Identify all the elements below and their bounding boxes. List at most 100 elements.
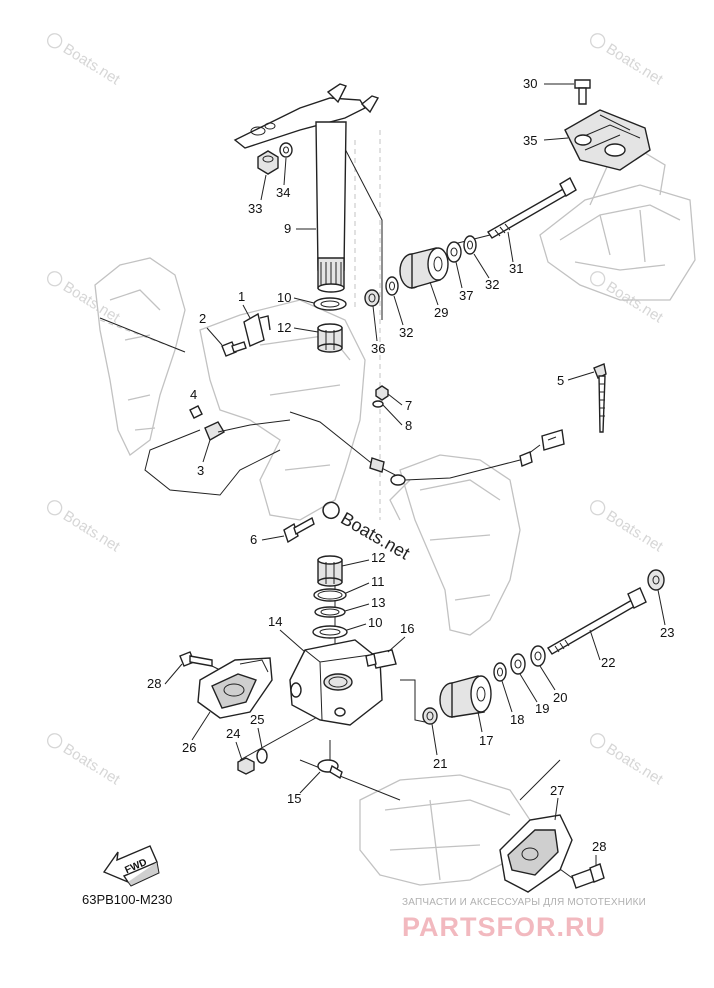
svg-text:Boats.net: Boats.net <box>603 740 666 788</box>
callout-36: 36 <box>371 305 385 356</box>
callout-8: 8 <box>382 404 412 433</box>
svg-text:33: 33 <box>248 201 262 216</box>
part-o-ring-11 <box>313 588 347 602</box>
callout-1: 1 <box>238 289 251 319</box>
svg-text:12: 12 <box>277 320 291 335</box>
callout-31: 31 <box>507 231 523 276</box>
callout-13: 13 <box>344 595 385 612</box>
part-bushing-12-lower <box>317 555 343 587</box>
part-harness-wire <box>289 411 565 486</box>
callout-14: 14 <box>268 614 306 653</box>
part-bushing-12-upper <box>317 323 343 353</box>
svg-text:35: 35 <box>523 133 537 148</box>
callouts: 1 2 3 4 5 6 7 8 9 10 10 11 12 12 13 14 1… <box>147 76 674 866</box>
callout-19: 19 <box>519 673 549 716</box>
watermark: Boats.net <box>46 500 124 556</box>
svg-text:Boats.net: Boats.net <box>603 507 666 555</box>
svg-text:18: 18 <box>510 712 524 727</box>
svg-text:30: 30 <box>523 76 537 91</box>
brand-subtitle: ЗАПЧАСТИ И АКСЕССУАРЫ ДЛЯ МОТОТЕХНИКИ <box>402 897 646 908</box>
callout-6: 6 <box>250 532 285 547</box>
callout-9: 9 <box>284 221 316 236</box>
svg-text:Boats.net: Boats.net <box>60 278 123 326</box>
svg-text:Boats.net: Boats.net <box>603 40 666 88</box>
svg-text:31: 31 <box>509 261 523 276</box>
callout-18: 18 <box>501 680 524 727</box>
part-nut-7 <box>375 385 389 401</box>
svg-text:28: 28 <box>592 839 606 854</box>
part-bolt-28-left <box>179 651 213 667</box>
part-lower-cover-27 <box>499 814 573 893</box>
svg-text:3: 3 <box>197 463 204 478</box>
callout-10-lower: 10 <box>346 615 382 631</box>
callout-25: 25 <box>250 712 264 749</box>
part-washer-10-lower <box>312 625 348 639</box>
part-washer-8 <box>372 400 384 408</box>
callout-24: 24 <box>226 726 243 761</box>
callout-10-upper: 10 <box>277 290 315 305</box>
fwd-arrow-icon: FWD <box>102 845 160 887</box>
svg-text:12: 12 <box>371 550 385 565</box>
svg-text:10: 10 <box>277 290 291 305</box>
callout-20: 20 <box>539 665 567 705</box>
svg-text:14: 14 <box>268 614 282 629</box>
svg-text:1: 1 <box>238 289 245 304</box>
part-mount-rubber-29 <box>399 247 449 289</box>
part-washer-13 <box>314 606 346 618</box>
part-nut-23 <box>647 569 665 591</box>
callout-5: 5 <box>557 371 595 388</box>
ghost-housings <box>94 130 696 886</box>
svg-text:5: 5 <box>557 373 564 388</box>
part-washer-18 <box>493 662 507 682</box>
watermark: Boats.net <box>589 733 667 789</box>
callout-32-lower: 32 <box>393 295 413 340</box>
watermark: Boats.net <box>589 500 667 556</box>
part-cable-tie-5 <box>593 363 607 433</box>
part-mount-rubber-17 <box>439 675 492 718</box>
center-watermark: Boats.net <box>322 501 413 563</box>
svg-text:27: 27 <box>550 783 564 798</box>
svg-text:10: 10 <box>368 615 382 630</box>
svg-text:32: 32 <box>399 325 413 340</box>
svg-text:2: 2 <box>199 311 206 326</box>
watermark: Boats.net <box>46 733 124 789</box>
part-bolt-2 <box>221 341 247 357</box>
callout-30: 30 <box>523 76 574 91</box>
svg-text:15: 15 <box>287 791 301 806</box>
callout-35: 35 <box>523 133 569 148</box>
watermark: Boats.net <box>46 271 124 327</box>
callout-29: 29 <box>429 281 448 320</box>
part-steering-shaft <box>233 83 380 293</box>
part-nut-33 <box>257 150 279 175</box>
callout-12-upper: 12 <box>277 320 319 335</box>
callout-23: 23 <box>657 589 674 640</box>
callout-28-right: 28 <box>592 839 606 866</box>
callout-12-lower: 12 <box>341 550 385 567</box>
callout-32-upper: 32 <box>473 253 499 292</box>
callout-3: 3 <box>197 439 211 478</box>
callout-28-left: 28 <box>147 663 183 691</box>
part-screw-4 <box>189 405 203 419</box>
watermark: Boats.net <box>589 271 667 327</box>
callout-11: 11 <box>345 574 385 594</box>
part-bolt-31 <box>487 177 577 239</box>
svg-text:4: 4 <box>190 387 197 402</box>
svg-text:20: 20 <box>553 690 567 705</box>
part-ground-lead-3 <box>144 419 291 496</box>
svg-text:8: 8 <box>405 418 412 433</box>
svg-text:Boats.net: Boats.net <box>60 40 123 88</box>
part-clamp-1 <box>243 312 271 347</box>
svg-text:25: 25 <box>250 712 264 727</box>
svg-text:17: 17 <box>479 733 493 748</box>
part-collar-36 <box>364 289 380 307</box>
callout-33: 33 <box>248 174 267 216</box>
callout-2: 2 <box>199 311 223 346</box>
part-nut-24 <box>237 757 255 775</box>
part-washer-20 <box>530 645 546 667</box>
brand-logo: PARTSFOR.RU <box>402 912 606 942</box>
callout-16: 16 <box>387 621 414 653</box>
callout-22: 22 <box>589 629 615 670</box>
svg-text:37: 37 <box>459 288 473 303</box>
callout-21: 21 <box>431 723 447 771</box>
